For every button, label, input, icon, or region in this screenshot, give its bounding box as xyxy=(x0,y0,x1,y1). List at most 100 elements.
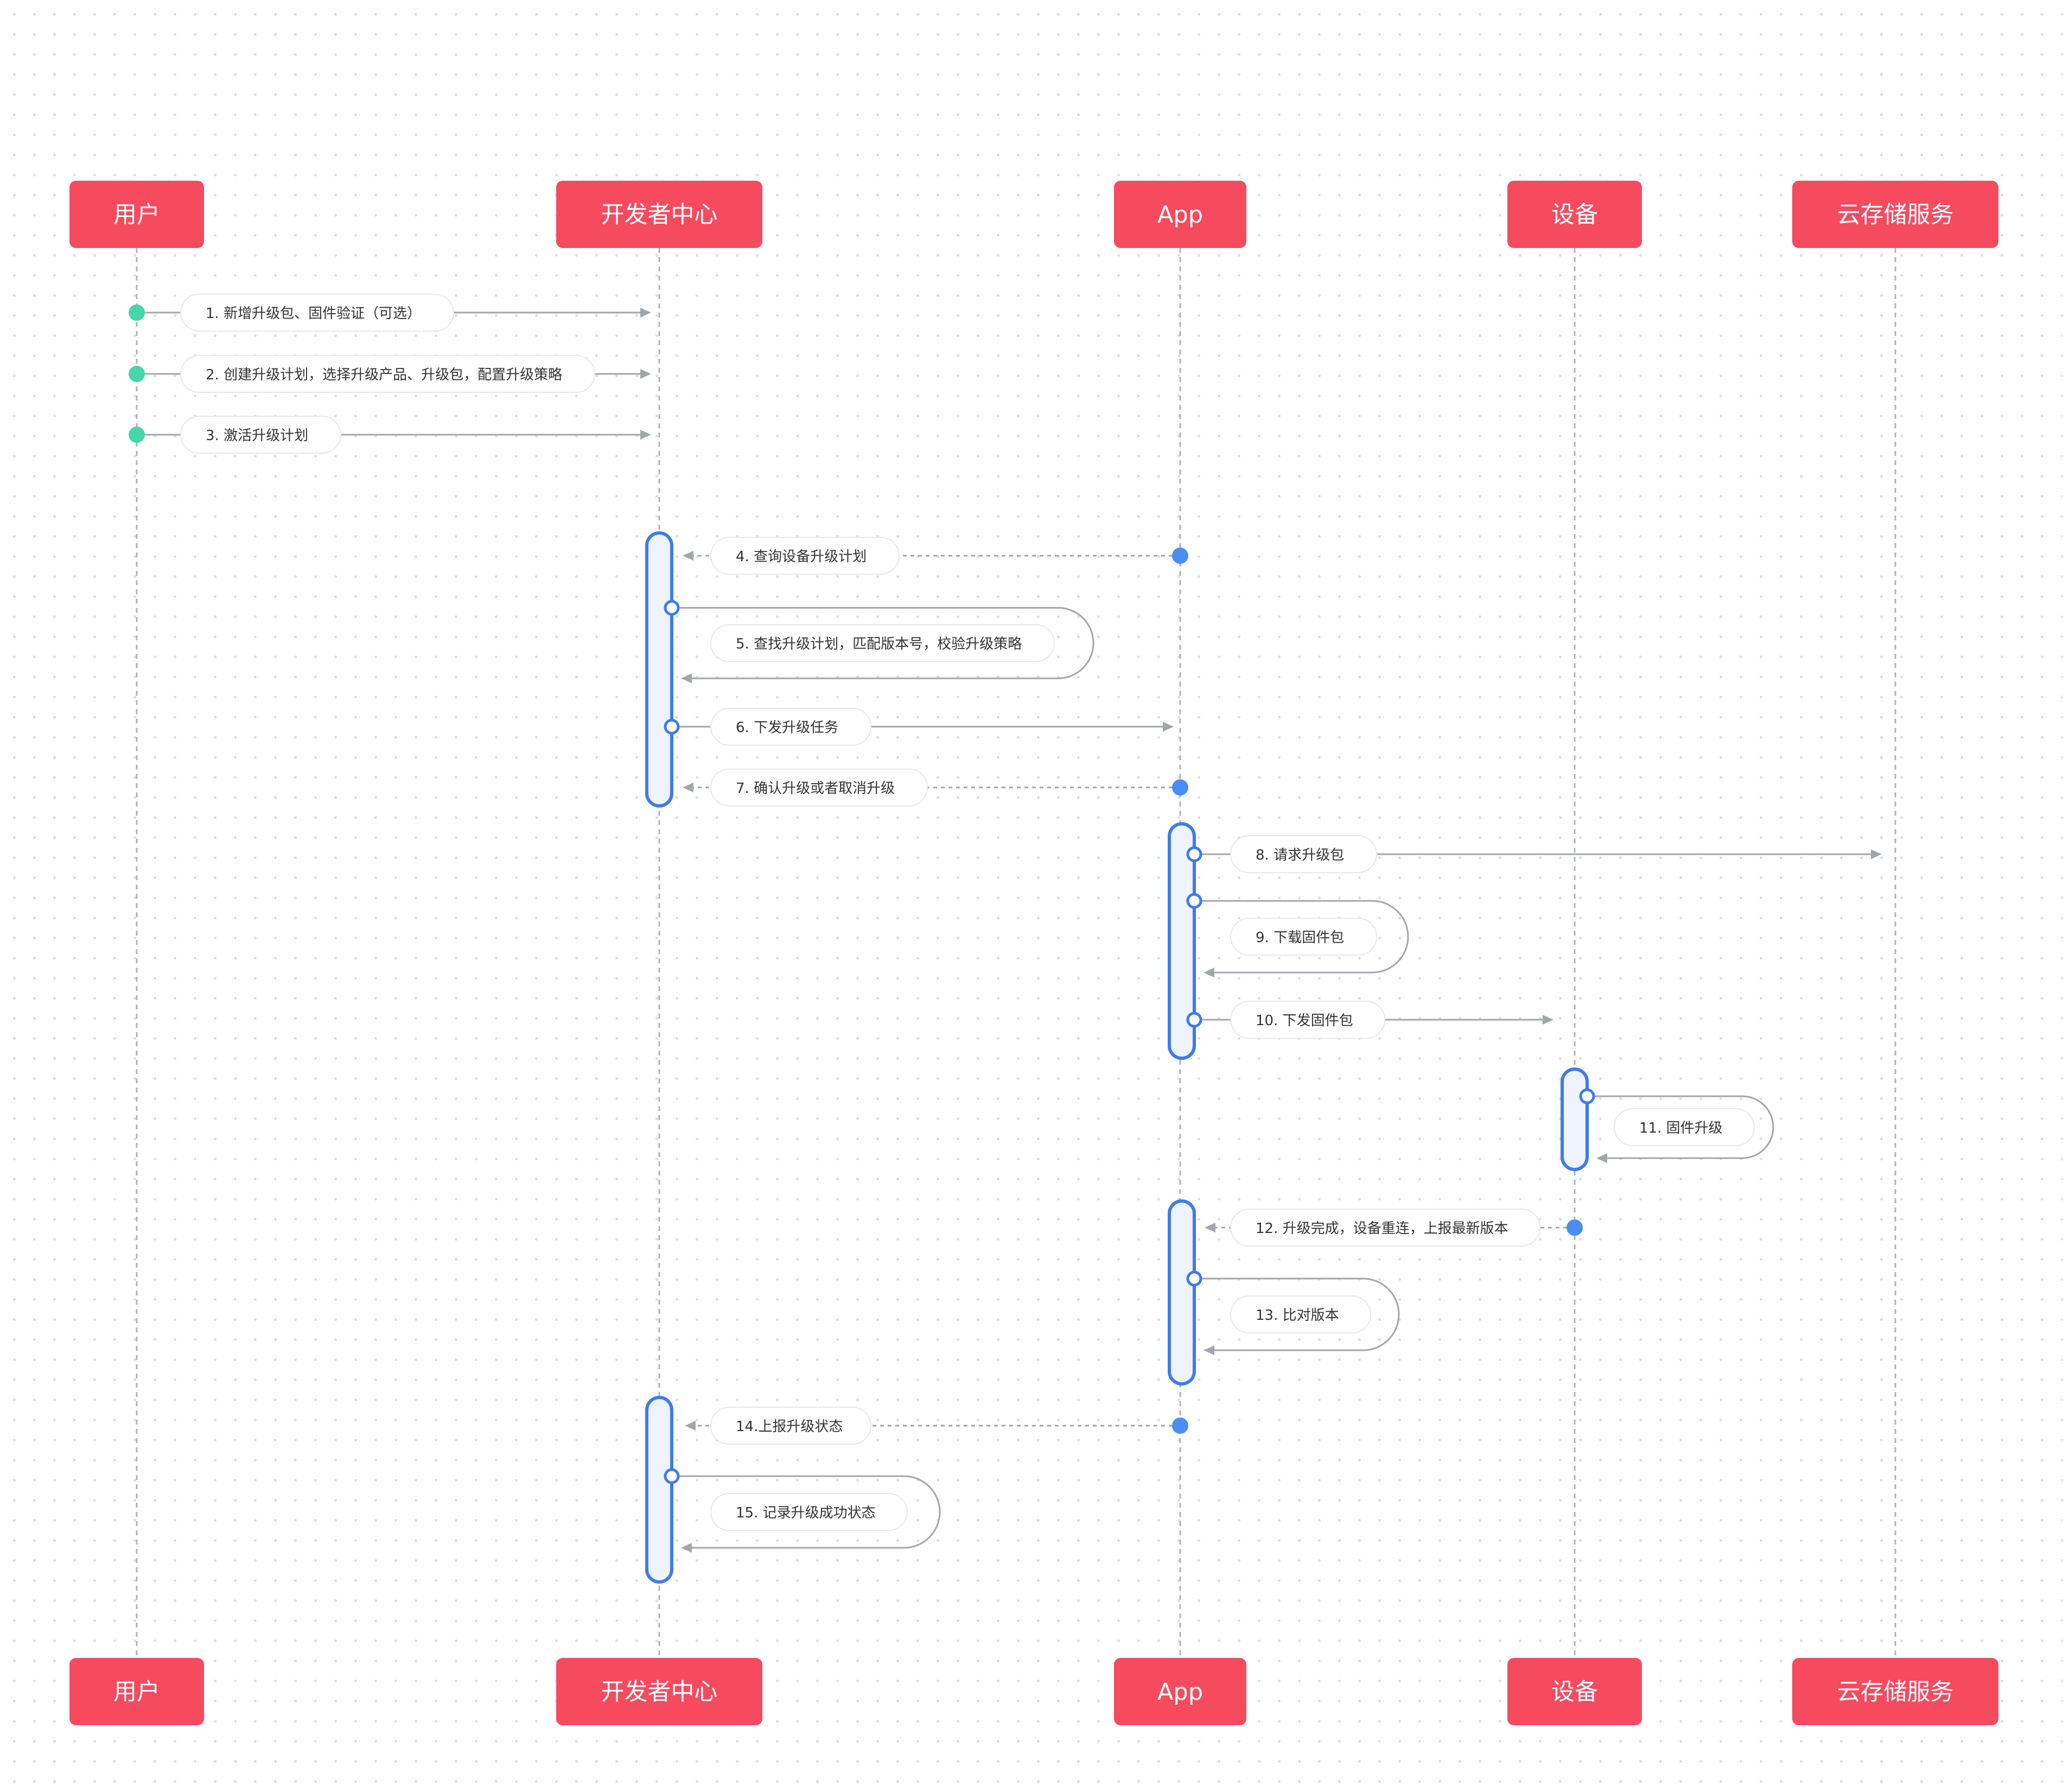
message-start-dot-4 xyxy=(1172,548,1188,564)
participant-app-bottom: App xyxy=(1114,1658,1246,1725)
participant-box xyxy=(1114,1658,1246,1725)
message-label-6: 6. 下发升级任务 xyxy=(710,708,871,746)
message-label-pill xyxy=(180,355,595,393)
message-label-text: 2. 创建升级计划，选择升级产品、升级包，配置升级策略 xyxy=(206,367,562,383)
message-start-dot-8 xyxy=(1186,846,1202,862)
activation-bars xyxy=(645,531,1589,1584)
message-label-11: 11. 固件升级 xyxy=(1614,1108,1755,1146)
message-label-text: 6. 下发升级任务 xyxy=(736,720,838,736)
message-start-dot-10 xyxy=(1186,1012,1202,1028)
message-arrowhead-13 xyxy=(1204,1345,1214,1355)
message-label-3: 3. 激活升级计划 xyxy=(180,416,341,454)
message-label-pill xyxy=(1230,918,1377,956)
participant-devcenter-bottom: 开发者中心 xyxy=(556,1658,762,1725)
message-start-dot-3 xyxy=(129,427,145,443)
message-label-text: 9. 下载固件包 xyxy=(1256,930,1344,946)
participant-label: 设备 xyxy=(1551,201,1598,228)
message-start-dot-1 xyxy=(129,304,145,321)
participant-label: App xyxy=(1157,1679,1203,1706)
message-arrowhead-1 xyxy=(640,308,651,317)
participant-box xyxy=(1507,181,1642,248)
message-arrowhead-5 xyxy=(681,673,692,683)
message-arrowhead-7 xyxy=(683,783,693,792)
message-label-pill xyxy=(1230,1295,1371,1333)
message-arrowhead-4 xyxy=(683,551,693,561)
message-start-dot-2 xyxy=(129,366,145,382)
message-start-dot-13 xyxy=(1186,1270,1202,1287)
participant-box xyxy=(556,1658,762,1725)
message-line-5 xyxy=(672,607,1094,679)
message-label-pill xyxy=(180,294,454,332)
message-start-dot-7 xyxy=(1172,779,1188,796)
activation-bar-app-1 xyxy=(1168,822,1196,1060)
participant-label: 云存储服务 xyxy=(1837,201,1954,228)
lifelines xyxy=(136,248,1896,1658)
message-label-pill xyxy=(710,1407,871,1445)
message-start-dot-6 xyxy=(664,719,680,735)
message-arrowhead-15 xyxy=(681,1543,692,1553)
participant-devcenter-top: 开发者中心 xyxy=(556,181,762,248)
message-label-text: 8. 请求升级包 xyxy=(1256,847,1344,863)
participant-label: 用户 xyxy=(113,1679,160,1706)
participant-box xyxy=(1114,181,1246,248)
message-label-13: 13. 比对版本 xyxy=(1230,1295,1371,1333)
participant-label: 用户 xyxy=(113,201,160,228)
message-label-4: 4. 查询设备升级计划 xyxy=(710,537,900,575)
message-label-pill xyxy=(1614,1108,1755,1146)
message-label-1: 1. 新增升级包、固件验证（可选） xyxy=(180,294,454,332)
message-arrowhead-10 xyxy=(1543,1015,1553,1025)
message-label-text: 14.上报升级状态 xyxy=(736,1419,843,1435)
message-label-15: 15. 记录升级成功状态 xyxy=(710,1493,908,1531)
message-label-pill xyxy=(710,708,871,746)
participant-device-top: 设备 xyxy=(1507,181,1642,248)
message-label-10: 10. 下发固件包 xyxy=(1230,1001,1385,1039)
message-start-dot-11 xyxy=(1579,1088,1595,1104)
message-label-pill xyxy=(1230,835,1377,873)
participant-box xyxy=(1507,1658,1642,1725)
message-arrowhead-11 xyxy=(1596,1153,1607,1163)
message-line-11 xyxy=(1587,1095,1774,1159)
message-label-9: 9. 下载固件包 xyxy=(1230,918,1377,956)
participant-user-bottom: 用户 xyxy=(69,1658,204,1725)
participant-label: App xyxy=(1157,201,1203,228)
message-line-15 xyxy=(672,1475,941,1549)
message-start-dot-15 xyxy=(664,1468,680,1484)
message-label-pill xyxy=(1230,1209,1540,1247)
participant-device-bottom: 设备 xyxy=(1507,1658,1642,1725)
message-label-8: 8. 请求升级包 xyxy=(1230,835,1377,873)
participant-cloud-top: 云存储服务 xyxy=(1792,181,1998,248)
message-label-14: 14.上报升级状态 xyxy=(710,1407,871,1445)
message-start-dot-12 xyxy=(1567,1219,1583,1236)
message-arrowhead-6 xyxy=(1163,722,1174,732)
message-label-text: 11. 固件升级 xyxy=(1639,1120,1723,1136)
message-arrowhead-12 xyxy=(1205,1223,1215,1232)
participant-cloud-bottom: 云存储服务 xyxy=(1792,1658,1998,1725)
message-label-pill xyxy=(1230,1001,1385,1039)
message-label-7: 7. 确认升级或者取消升级 xyxy=(710,768,928,806)
message-arrowhead-8 xyxy=(1871,849,1882,859)
message-label-12: 12. 升级完成，设备重连，上报最新版本 xyxy=(1230,1209,1540,1247)
message-label-pill xyxy=(710,1493,908,1531)
message-start-dot-9 xyxy=(1186,893,1202,909)
participant-user-top: 用户 xyxy=(69,181,204,248)
messages: 1. 新增升级包、固件验证（可选） 2. 创建升级计划，选择升级产品、升级包，配置… xyxy=(129,294,1882,1553)
activation-bar-devcenter-2 xyxy=(645,1396,673,1584)
message-start-dot-14 xyxy=(1172,1418,1188,1434)
participant-box xyxy=(69,1658,204,1725)
message-arrowhead-14 xyxy=(685,1421,696,1431)
message-label-pill xyxy=(180,416,341,454)
participant-box xyxy=(1792,181,1998,248)
participant-label: 设备 xyxy=(1551,1679,1598,1706)
message-label-text: 4. 查询设备升级计划 xyxy=(736,549,867,565)
message-label-pill xyxy=(710,624,1055,662)
message-line-13 xyxy=(1194,1278,1400,1351)
message-line-9 xyxy=(1194,900,1409,974)
message-arrowhead-2 xyxy=(640,369,651,379)
message-arrowhead-9 xyxy=(1204,968,1214,977)
message-label-text: 1. 新增升级包、固件验证（可选） xyxy=(206,306,421,322)
participant-label: 开发者中心 xyxy=(601,1679,718,1706)
activation-bar-app-2 xyxy=(1168,1199,1196,1386)
message-label-pill xyxy=(710,768,928,806)
